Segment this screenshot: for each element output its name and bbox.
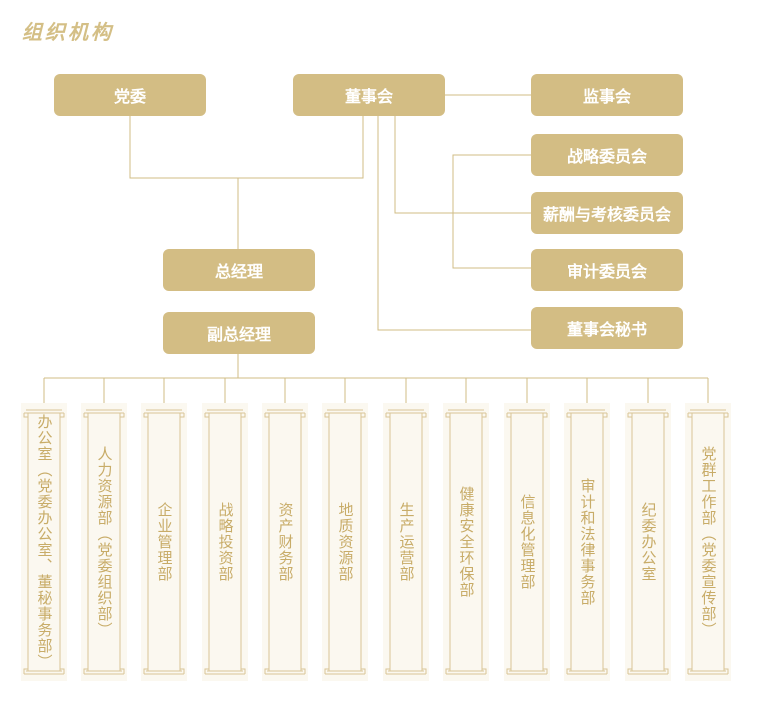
party-committee-box: 党委 [54, 74, 206, 116]
column-frame [324, 409, 366, 675]
page-title: 组织机构 [22, 20, 114, 44]
committee-label: 董事会秘书 [566, 320, 647, 339]
deputy-general-manager-label: 副总经理 [206, 325, 271, 344]
committee-label: 薪酬与考核委员会 [542, 205, 671, 224]
department-column: 资产财务部 [262, 403, 308, 681]
board-of-directors-box: 董事会 [293, 74, 445, 116]
column-frame [445, 409, 487, 675]
column-frame [566, 409, 608, 675]
department-label: 审计和法律事务部 [578, 478, 597, 606]
column-frame [23, 409, 65, 675]
column-frame [385, 409, 427, 675]
department-column: 健康安全环保部 [443, 403, 489, 681]
column-frame [143, 409, 185, 675]
column-frame [687, 409, 729, 675]
party-committee-label: 党委 [113, 87, 146, 106]
supervisory-board-box: 监事会 [531, 74, 683, 116]
department-label: 党群工作部（党委宣传部） [699, 446, 718, 638]
department-column: 信息化管理部 [504, 403, 550, 681]
department-column: 企业管理部 [141, 403, 187, 681]
department-label: 健康安全环保部 [457, 486, 476, 598]
compensation-committee-box: 薪酬与考核委员会 [531, 192, 683, 234]
department-column: 战略投资部 [202, 403, 248, 681]
general-manager-label: 总经理 [214, 262, 263, 281]
committee-label: 审计委员会 [566, 262, 647, 281]
department-label: 信息化管理部 [518, 494, 537, 590]
column-frame [506, 409, 548, 675]
department-label: 战略投资部 [216, 502, 235, 582]
department-label: 办公室（党委办公室、董秘事务部） [35, 414, 54, 670]
department-label: 资产财务部 [276, 502, 295, 582]
strategy-committee-box: 战略委员会 [531, 134, 683, 176]
committee-label: 战略委员会 [566, 147, 647, 166]
column-frame [204, 409, 246, 675]
department-label: 纪委办公室 [639, 502, 658, 582]
department-column: 党群工作部（党委宣传部） [685, 403, 731, 681]
department-column: 生产运营部 [383, 403, 429, 681]
column-frame [83, 409, 125, 675]
department-column: 办公室（党委办公室、董秘事务部） [21, 403, 67, 681]
general-manager-box: 总经理 [163, 249, 315, 291]
department-label: 人力资源部（党委组织部） [95, 446, 114, 638]
supervisory-board-label: 监事会 [582, 87, 631, 106]
deputy-general-manager-box: 副总经理 [163, 312, 315, 354]
audit-committee-box: 审计委员会 [531, 249, 683, 291]
department-label: 企业管理部 [155, 502, 174, 582]
board-secretary-box: 董事会秘书 [531, 307, 683, 349]
department-column: 纪委办公室 [625, 403, 671, 681]
board-label: 董事会 [344, 87, 393, 106]
department-column: 审计和法律事务部 [564, 403, 610, 681]
column-frame [264, 409, 306, 675]
department-column: 人力资源部（党委组织部） [81, 403, 127, 681]
column-frame [627, 409, 669, 675]
department-column: 地质资源部 [322, 403, 368, 681]
department-label: 生产运营部 [397, 502, 416, 582]
department-label: 地质资源部 [336, 502, 355, 582]
